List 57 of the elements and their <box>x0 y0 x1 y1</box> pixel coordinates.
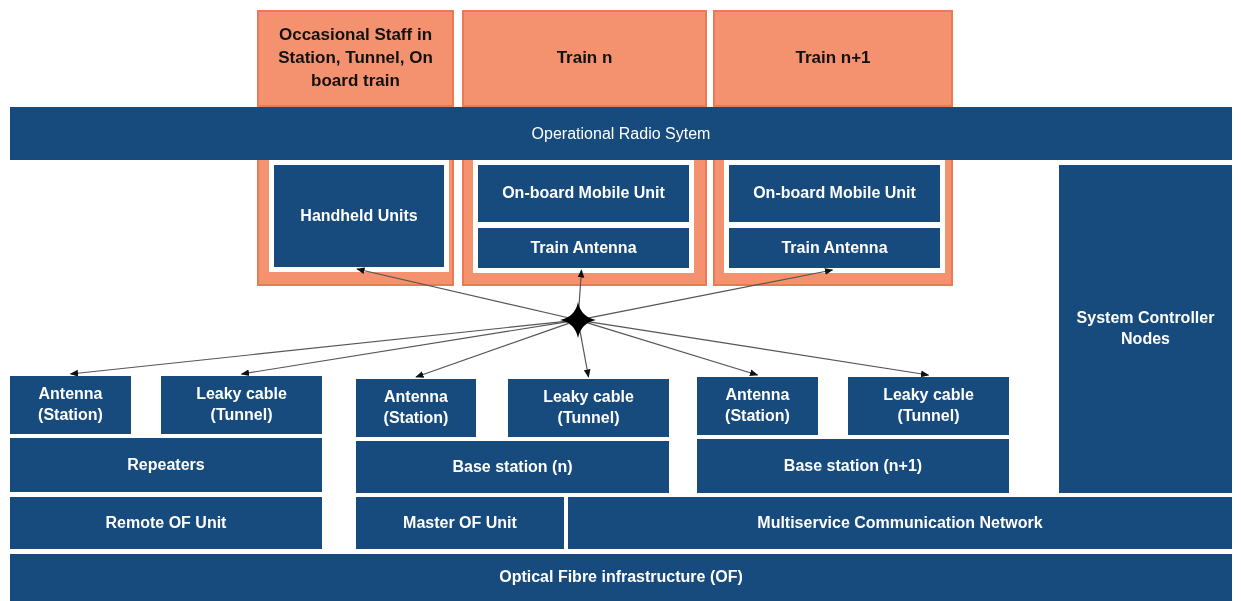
box-label: Leaky cable (Tunnel) <box>542 387 635 428</box>
box-label: Operational Radio Sytem <box>531 124 711 143</box>
component-box <box>354 377 478 439</box>
arrow <box>587 320 930 378</box>
component-box <box>695 437 1011 495</box>
group-frame <box>462 160 707 286</box>
arrow <box>587 268 834 319</box>
component-box <box>8 436 324 494</box>
box-label: Train Antenna <box>780 237 889 258</box>
group-title-panel <box>257 10 454 107</box>
radio-system-band <box>10 107 1232 160</box>
box-label: Optical Fibre infrastructure (OF) <box>498 567 744 588</box>
junction-star <box>560 302 596 338</box>
box-label: Base station (n+1) <box>782 455 924 476</box>
component-box <box>727 226 942 270</box>
box-label: Antenna (Station) <box>382 387 450 428</box>
component-box <box>566 495 1234 551</box>
component-box <box>354 495 566 551</box>
box-label: System Controller Nodes <box>1075 308 1216 349</box>
arrow <box>579 329 591 378</box>
group-title-panel <box>713 10 953 107</box>
box-label: Leaky cable (Tunnel) <box>195 384 288 425</box>
group-title-panel <box>462 10 707 107</box>
component-box <box>354 439 671 495</box>
box-label: Remote OF Unit <box>104 512 228 533</box>
component-box <box>476 226 691 270</box>
box-label: Multiservice Communication Network <box>756 512 1044 533</box>
box-label: On-board Mobile Unit <box>501 183 666 204</box>
component-box <box>8 495 324 551</box>
box-label: Train n+1 <box>794 47 872 70</box>
arrow <box>415 322 570 378</box>
arrow <box>356 267 569 319</box>
component-box <box>272 163 446 269</box>
group-frame <box>713 160 953 286</box>
group-frame <box>257 160 454 286</box>
box-label: Occasional Staff in Station, Tunnel, On board train <box>277 24 434 92</box>
box-label: Train n <box>555 47 614 70</box>
arrow <box>586 322 759 376</box>
box-label: Handheld Units <box>299 205 419 226</box>
component-box <box>476 163 691 224</box>
component-box <box>506 377 671 439</box>
box-label: Train Antenna <box>529 237 638 258</box>
component-box <box>8 374 133 436</box>
component-box <box>159 374 324 436</box>
box-label: Repeaters <box>126 454 206 475</box>
component-box <box>1057 163 1234 495</box>
component-box <box>8 552 1234 601</box>
box-label: On-board Mobile Unit <box>752 183 917 204</box>
box-label: Leaky cable (Tunnel) <box>882 385 975 426</box>
component-box <box>846 375 1011 437</box>
box-label: Antenna (Station) <box>724 385 791 426</box>
component-box <box>727 163 942 224</box>
box-label: Antenna (Station) <box>37 384 104 425</box>
component-box <box>695 375 820 437</box>
box-label: Master OF Unit <box>402 512 518 533</box>
arrow <box>240 320 569 377</box>
box-label: Base station (n) <box>451 456 574 477</box>
